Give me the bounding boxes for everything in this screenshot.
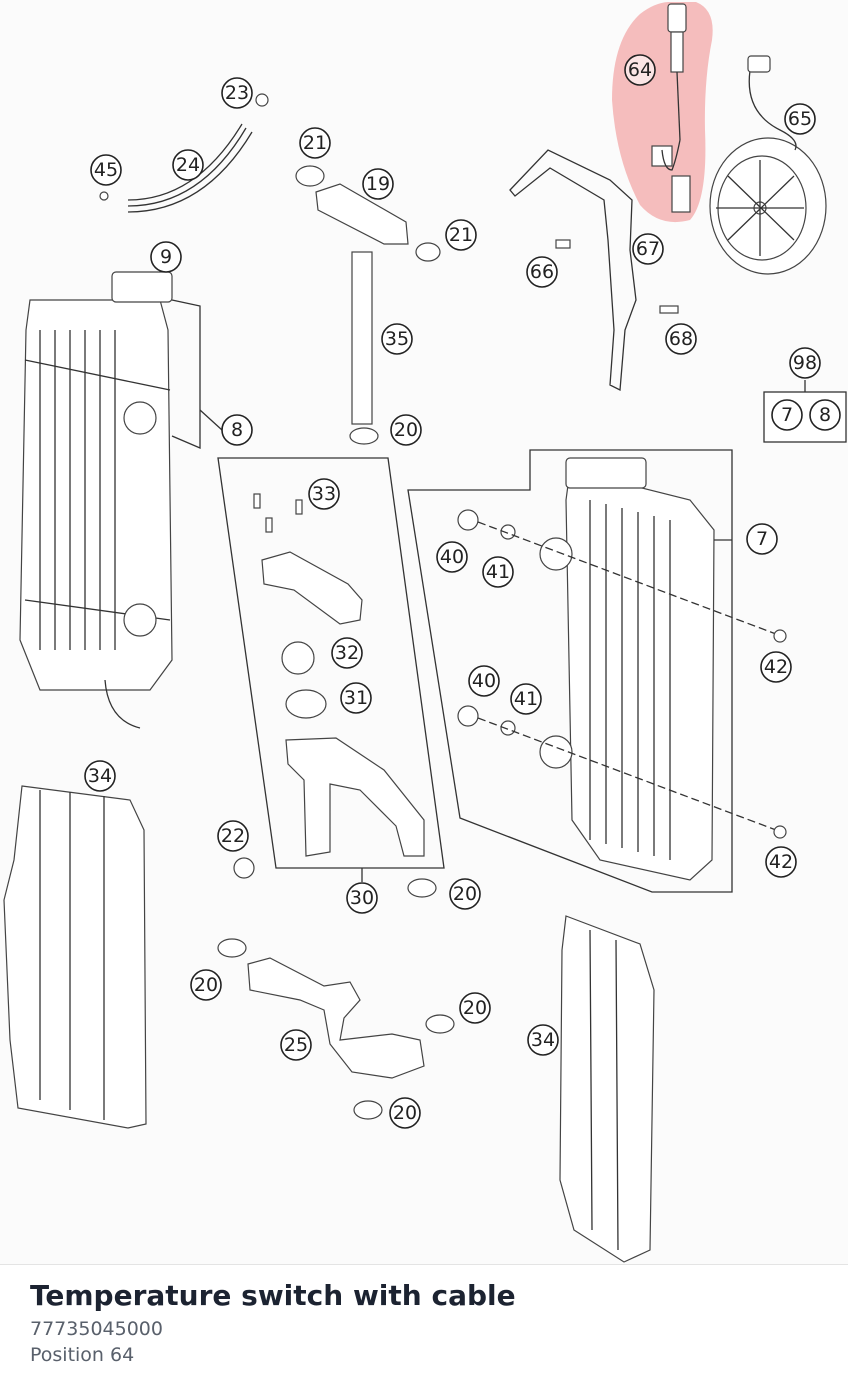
svg-text:22: 22	[221, 825, 245, 847]
callout-25[interactable]: 25	[280, 1029, 312, 1061]
svg-text:42: 42	[764, 656, 788, 678]
svg-text:7: 7	[781, 404, 793, 426]
part-info-panel: Temperature switch with cable 7773504500…	[0, 1265, 848, 1390]
svg-text:8: 8	[231, 419, 243, 441]
callout-64[interactable]: 64	[624, 54, 656, 86]
svg-text:8: 8	[819, 404, 831, 426]
pipe-35-part	[351, 251, 373, 425]
svg-text:40: 40	[472, 670, 496, 692]
thermostat-housing-part	[253, 493, 425, 857]
fan-part	[709, 55, 827, 275]
divider	[0, 1264, 848, 1265]
svg-text:30: 30	[350, 887, 374, 909]
svg-text:45: 45	[94, 159, 118, 181]
callout-98-7[interactable]: 7	[771, 399, 803, 431]
svg-text:21: 21	[303, 132, 327, 154]
callout-35[interactable]: 35	[381, 323, 413, 355]
callout-41[interactable]: 41	[482, 556, 514, 588]
callout-98[interactable]: 98	[789, 347, 821, 379]
svg-text:21: 21	[449, 224, 473, 246]
callout-32[interactable]: 32	[331, 637, 363, 669]
svg-text:25: 25	[284, 1034, 308, 1056]
callout-20[interactable]: 20	[190, 969, 222, 1001]
callout-20[interactable]: 20	[449, 878, 481, 910]
svg-text:34: 34	[531, 1029, 555, 1051]
svg-text:42: 42	[769, 851, 793, 873]
right-radiator-frame	[407, 449, 733, 893]
svg-text:65: 65	[788, 108, 812, 130]
svg-text:24: 24	[176, 154, 200, 176]
svg-text:64: 64	[628, 59, 652, 81]
svg-text:41: 41	[486, 561, 510, 583]
part-number: 77735045000	[30, 1318, 163, 1340]
callout-20[interactable]: 20	[390, 414, 422, 446]
callout-21[interactable]: 21	[445, 219, 477, 251]
svg-text:40: 40	[440, 546, 464, 568]
svg-text:20: 20	[453, 883, 477, 905]
callout-20[interactable]: 20	[459, 992, 491, 1024]
callout-33[interactable]: 33	[308, 478, 340, 510]
fan-bracket-part	[509, 149, 637, 392]
callout-67[interactable]: 67	[632, 233, 664, 265]
callout-40[interactable]: 40	[436, 541, 468, 573]
part-name: Temperature switch with cable	[30, 1279, 516, 1312]
svg-text:31: 31	[344, 687, 368, 709]
callout-45[interactable]: 45	[90, 154, 122, 186]
svg-text:67: 67	[636, 238, 660, 260]
callout-42[interactable]: 42	[760, 651, 792, 683]
right-radiator-guard-part	[559, 915, 655, 1263]
part-position: Position 64	[30, 1344, 135, 1366]
svg-text:68: 68	[669, 328, 693, 350]
callout-41[interactable]: 41	[510, 683, 542, 715]
svg-text:7: 7	[756, 528, 768, 550]
callout-30[interactable]: 30	[346, 882, 378, 914]
screw-66	[555, 239, 571, 249]
callout-9[interactable]: 9	[150, 241, 182, 273]
temperature-switch-part[interactable]	[651, 3, 691, 213]
callout-7[interactable]: 7	[746, 523, 778, 555]
svg-text:20: 20	[194, 974, 218, 996]
svg-text:20: 20	[463, 997, 487, 1019]
svg-text:20: 20	[393, 1102, 417, 1124]
svg-text:33: 33	[312, 483, 336, 505]
hose-24-part	[127, 127, 247, 207]
pipe-19-part	[295, 165, 441, 262]
callout-34[interactable]: 34	[84, 760, 116, 792]
callout-65[interactable]: 65	[784, 103, 816, 135]
svg-text:34: 34	[88, 765, 112, 787]
svg-text:35: 35	[385, 328, 409, 350]
callout-20[interactable]: 20	[389, 1097, 421, 1129]
grommets-40-41	[457, 509, 787, 839]
right-radiator-part	[539, 457, 732, 881]
exploded-parts-diagram: 23 45 24 21 19 21 9 35 8 20 64 65 66 67 …	[3, 2, 847, 1263]
callout-24[interactable]: 24	[172, 149, 204, 181]
svg-text:20: 20	[394, 419, 418, 441]
callout-31[interactable]: 31	[340, 682, 372, 714]
callout-40[interactable]: 40	[468, 665, 500, 697]
callout-66[interactable]: 66	[526, 256, 558, 288]
hose-25-part	[217, 857, 455, 1120]
svg-text:98: 98	[793, 352, 817, 374]
screw-68	[659, 305, 679, 314]
svg-text:19: 19	[366, 173, 390, 195]
callout-22[interactable]: 22	[217, 820, 249, 852]
callout-8[interactable]: 8	[221, 414, 253, 446]
position-64-highlight[interactable]	[612, 2, 713, 223]
callout-23[interactable]: 23	[221, 77, 253, 109]
svg-text:32: 32	[335, 642, 359, 664]
svg-text:41: 41	[514, 688, 538, 710]
svg-text:9: 9	[160, 246, 172, 268]
svg-text:66: 66	[530, 261, 554, 283]
callout-21[interactable]: 21	[299, 127, 331, 159]
callout-19[interactable]: 19	[362, 168, 394, 200]
left-radiator-part	[19, 271, 223, 729]
callouts: 23 45 24 21 19 21 9 35 8 20 64 65 66 67 …	[84, 54, 841, 1129]
callout-68[interactable]: 68	[665, 323, 697, 355]
left-radiator-guard-part	[3, 785, 147, 1129]
callout-98-8[interactable]: 8	[809, 399, 841, 431]
callout-34[interactable]: 34	[527, 1024, 559, 1056]
callout-42[interactable]: 42	[765, 846, 797, 878]
thermostat-group-frame	[217, 457, 445, 869]
svg-text:23: 23	[225, 82, 249, 104]
